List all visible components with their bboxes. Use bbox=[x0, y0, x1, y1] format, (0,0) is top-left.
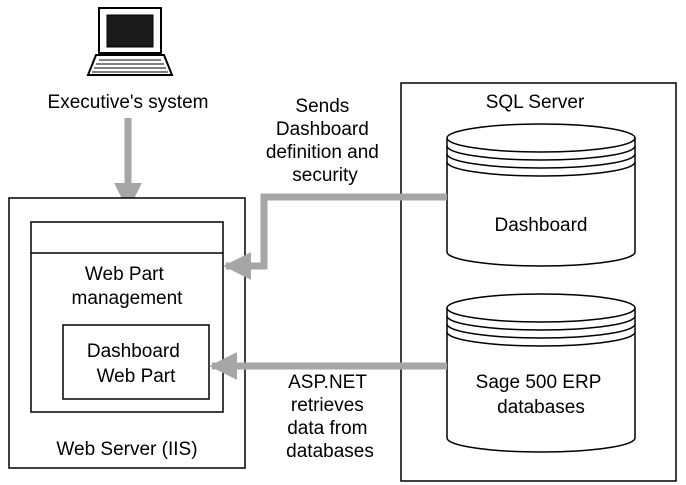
security-flow-label: Sends Dashboard definition and security bbox=[266, 96, 384, 186]
dashboard-web-part-label: Dashboard Web Part bbox=[87, 341, 185, 387]
laptop-icon bbox=[86, 7, 174, 76]
web-server-label: Web Server (IIS) bbox=[56, 439, 197, 460]
web-part-management-label: Web Part management bbox=[72, 264, 184, 309]
arrow-dashboard-db-to-management bbox=[223, 193, 447, 280]
dashboard-database-icon bbox=[446, 123, 636, 267]
executive-system-label: Executive's system bbox=[48, 92, 209, 113]
dashboard-web-part-box bbox=[62, 324, 210, 400]
dashboard-database-label: Dashboard bbox=[495, 215, 588, 236]
erp-database-label: Sage 500 ERP databases bbox=[476, 372, 607, 418]
sql-server-label: SQL Server bbox=[486, 92, 585, 113]
erp-database-icon bbox=[446, 293, 636, 453]
retrieval-flow-label: ASP.NET retrieves data from databases bbox=[286, 372, 374, 462]
